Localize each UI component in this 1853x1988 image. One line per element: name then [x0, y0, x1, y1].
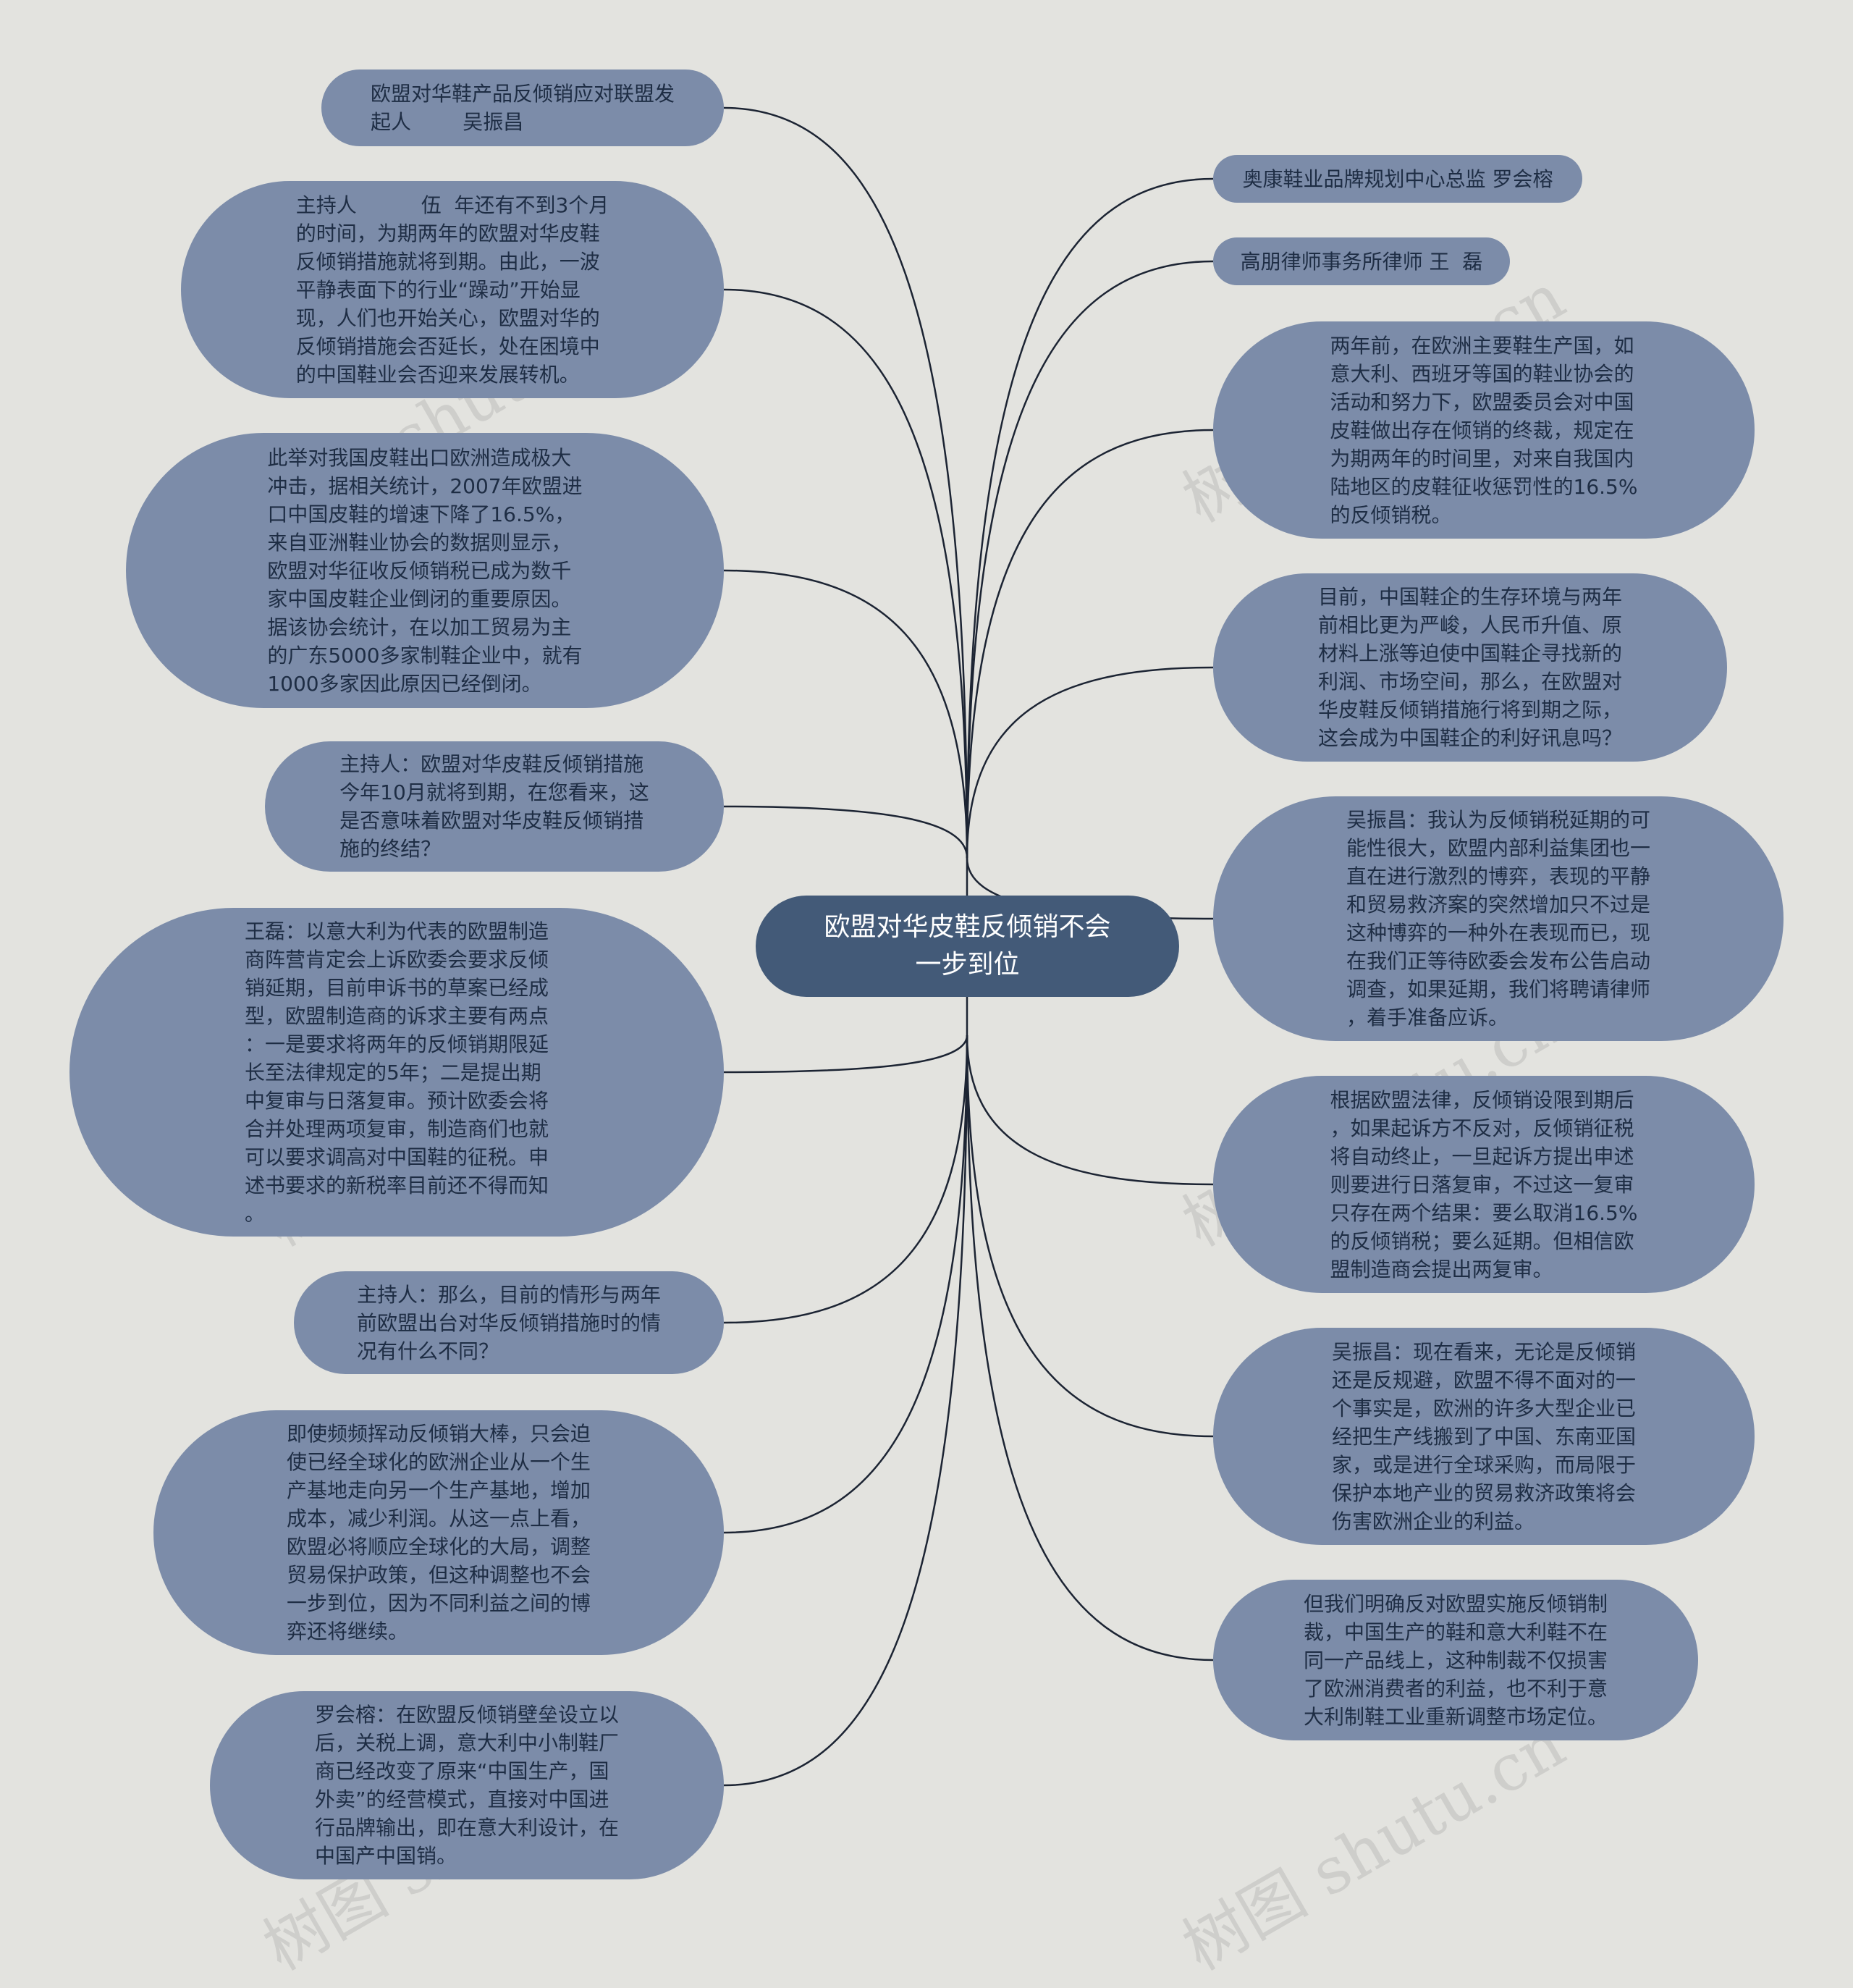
topic-node[interactable]: 罗会榕：在欧盟反倾销壁垒设立以 后，关税上调，意大利中小制鞋厂 商已经改变了原来… [210, 1691, 724, 1879]
connector-line [723, 1035, 968, 1074]
connector-line [723, 1035, 968, 1534]
topic-label: 两年前，在欧洲主要鞋生产国，如 意大利、西班牙等国的鞋业协会的 活动和努力下，欧… [1330, 333, 1638, 527]
central-topic-label: 欧盟对华皮鞋反倾销不会 一步到位 [824, 912, 1111, 980]
topic-node[interactable]: 欧盟对华鞋产品反倾销应对联盟发 起人 吴振昌 [321, 70, 724, 146]
topic-label: 王磊：以意大利为代表的欧盟制造 商阵营肯定会上诉欧委会要求反倾 销延期，目前申诉… [244, 919, 549, 1226]
topic-label: 罗会榕：在欧盟反倾销壁垒设立以 后，关税上调，意大利中小制鞋厂 商已经改变了原来… [314, 1703, 619, 1868]
topic-node[interactable]: 主持人：欧盟对华皮鞋反倾销措施 今年10月就将到期，在您看来，这 是否意味着欧盟… [265, 741, 724, 872]
connector-line [723, 805, 968, 859]
topic-label: 此举对我国皮鞋出口欧洲造成极大 冲击，据相关统计，2007年欧盟进 口中国皮鞋的… [267, 445, 583, 696]
topic-node[interactable]: 王磊：以意大利为代表的欧盟制造 商阵营肯定会上诉欧委会要求反倾 销延期，目前申诉… [69, 908, 724, 1237]
topic-node[interactable]: 此举对我国皮鞋出口欧洲造成极大 冲击，据相关统计，2007年欧盟进 口中国皮鞋的… [126, 433, 724, 708]
connector-line [966, 1035, 1214, 1186]
topic-label: 主持人：那么，目前的情形与两年 前欧盟出台对华反倾销措施时的情 况有什么不同？ [356, 1282, 661, 1363]
topic-node[interactable]: 高朋律师事务所律师 王 磊 [1213, 237, 1510, 285]
topic-node[interactable]: 主持人 伍 年还有不到3个月 的时间，为期两年的欧盟对华皮鞋 反倾销措施就将到期… [181, 181, 724, 398]
connector-line [723, 288, 968, 859]
topic-node[interactable]: 根据欧盟法律，反倾销设限到期后 ，如果起诉方不反对，反倾销征税 将自动终止，一旦… [1213, 1076, 1755, 1293]
connector-line [723, 1035, 968, 1324]
topic-label: 目前，中国鞋企的生存环境与两年 前相比更为严峻，人民币升值、原 材料上涨等迫使中… [1317, 585, 1622, 750]
topic-label: 但我们明确反对欧盟实施反倾销制 裁，中国生产的鞋和意大利鞋不在 同一产品线上，这… [1303, 1591, 1608, 1729]
topic-node[interactable]: 吴振昌：我认为反倾销税延期的可 能性很大，欧盟内部利益集团也一 直在进行激烈的博… [1213, 796, 1784, 1041]
connector-line [723, 569, 968, 859]
central-topic[interactable]: 欧盟对华皮鞋反倾销不会 一步到位 [756, 896, 1179, 997]
connector-line [966, 1035, 1214, 1661]
topic-node[interactable]: 目前，中国鞋企的生存环境与两年 前相比更为严峻，人民币升值、原 材料上涨等迫使中… [1213, 573, 1727, 762]
connector-line [966, 429, 1214, 859]
topic-node[interactable]: 主持人：那么，目前的情形与两年 前欧盟出台对华反倾销措施时的情 况有什么不同？ [294, 1271, 724, 1374]
connector-line [966, 177, 1214, 859]
topic-node[interactable]: 但我们明确反对欧盟实施反倾销制 裁，中国生产的鞋和意大利鞋不在 同一产品线上，这… [1213, 1580, 1698, 1740]
topic-node[interactable]: 奥康鞋业品牌规划中心总监 罗会榕 [1213, 155, 1582, 203]
topic-label: 即使频频挥动反倾销大棒，只会迫 使已经全球化的欧洲企业从一个生 产基地走向另一个… [286, 1422, 591, 1643]
topic-label: 根据欧盟法律，反倾销设限到期后 ，如果起诉方不反对，反倾销征税 将自动终止，一旦… [1330, 1087, 1638, 1281]
topic-node[interactable]: 吴振昌：现在看来，无论是反倾销 还是反规避，欧盟不得不面对的一 个事实是，欧洲的… [1213, 1328, 1755, 1545]
connector-line [723, 1035, 968, 1787]
topic-label: 奥康鞋业品牌规划中心总监 罗会榕 [1242, 167, 1553, 191]
topic-label: 欧盟对华鞋产品反倾销应对联盟发 起人 吴振昌 [370, 82, 675, 134]
connector-line [966, 1035, 1214, 1438]
connector-line [966, 260, 1214, 859]
topic-node[interactable]: 即使频频挥动反倾销大棒，只会迫 使已经全球化的欧洲企业从一个生 产基地走向另一个… [153, 1410, 724, 1655]
topic-label: 主持人：欧盟对华皮鞋反倾销措施 今年10月就将到期，在您看来，这 是否意味着欧盟… [339, 752, 649, 861]
connector-line [723, 106, 968, 859]
topic-label: 吴振昌：我认为反倾销税延期的可 能性很大，欧盟内部利益集团也一 直在进行激烈的博… [1346, 808, 1650, 1029]
topic-label: 主持人 伍 年还有不到3个月 的时间，为期两年的欧盟对华皮鞋 反倾销措施就将到期… [295, 193, 609, 387]
connector-line [966, 666, 1214, 859]
topic-label: 高朋律师事务所律师 王 磊 [1240, 249, 1483, 274]
topic-node[interactable]: 两年前，在欧洲主要鞋生产国，如 意大利、西班牙等国的鞋业协会的 活动和努力下，欧… [1213, 321, 1755, 539]
topic-label: 吴振昌：现在看来，无论是反倾销 还是反规避，欧盟不得不面对的一 个事实是，欧洲的… [1331, 1339, 1636, 1533]
